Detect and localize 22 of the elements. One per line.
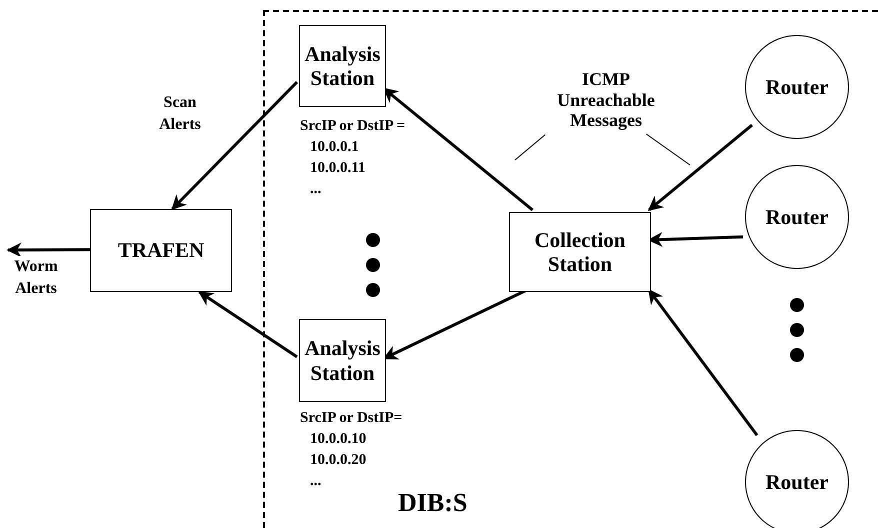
address-text: SrcIP or DstIP = [300,117,406,136]
address-text: 10.0.0.20 [310,451,366,470]
arrow [6,242,90,258]
annotation-text: ICMP Unreachable Messages [542,60,670,140]
address-text: SrcIP or DstIP= [300,409,402,428]
arrow [198,290,298,358]
address-text: ... [310,180,322,199]
leader-line [514,134,546,160]
arrow [171,80,298,210]
address-text: 10.0.0.11 [310,159,366,178]
address-text: ... [310,472,322,491]
arrow [648,288,758,436]
station-box: Analysis Station [299,319,386,402]
leader-line [646,134,690,166]
station-box: Collection Station [509,212,651,292]
region-label: DIB:S [398,490,468,516]
address-text: 10.0.0.10 [310,430,366,449]
station-box: Analysis Station [299,25,386,107]
dashed-region [263,10,878,528]
arrow [648,124,753,212]
station-box: TRAFEN [90,209,232,292]
address-text: 10.0.0.1 [310,138,359,157]
